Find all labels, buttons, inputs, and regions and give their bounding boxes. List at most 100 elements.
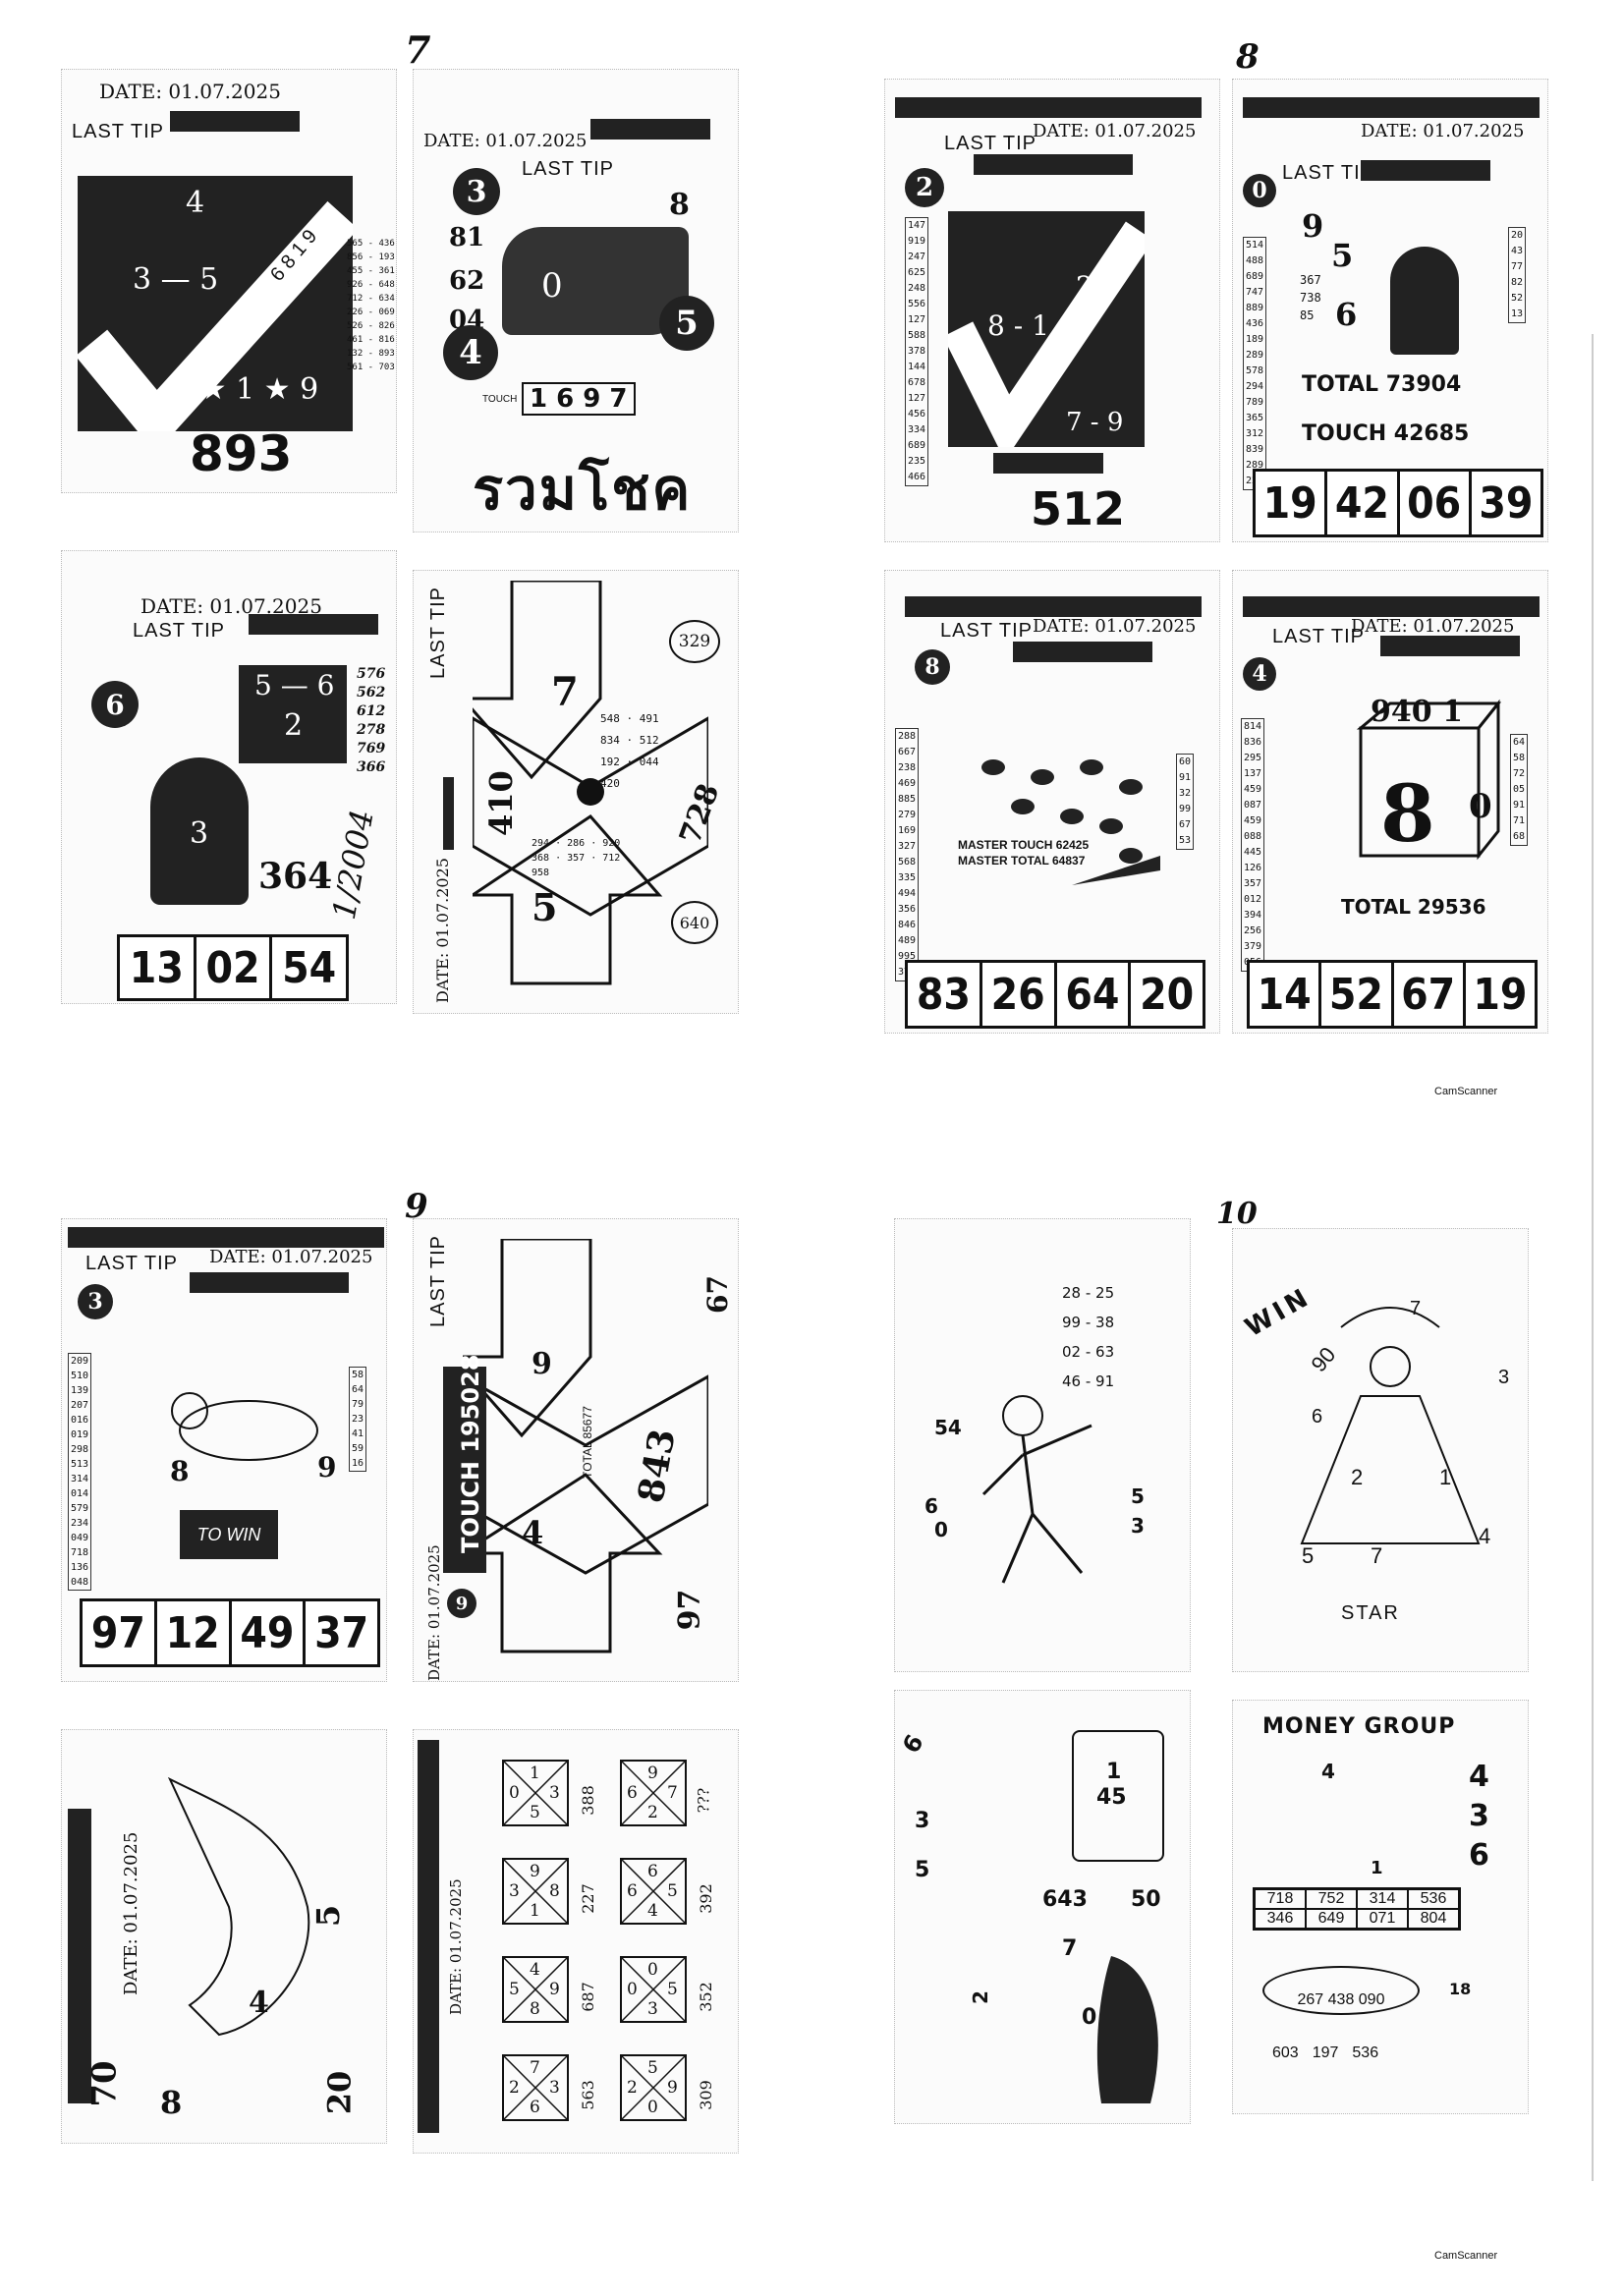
tip-sheet-8a: LAST TIP DATE: 01.07.2025 2 147 919 247 … [884, 79, 1220, 542]
number-list: 288 667 238 469 885 279 169 327 568 335 … [895, 728, 920, 981]
sheet-date: DATE: 01.07.2025 [1361, 121, 1525, 141]
sub-banner [993, 453, 1103, 474]
lady-graphic [1300, 1307, 1481, 1544]
sheet-date: DATE: 01.07.2025 [1033, 121, 1197, 141]
tip-sheet-10d: MONEY GROUP 4 3 6 4 1 718 752 314 536 34… [1232, 1700, 1529, 2114]
cross-digit: 8 [549, 1881, 560, 1901]
cross-digit: 5 [667, 1980, 678, 1999]
number-3: 3 [1131, 1514, 1145, 1538]
grid-cell: 346 [1255, 1909, 1306, 1929]
cross-digit: 2 [509, 2078, 520, 2098]
cross-lines [622, 2056, 685, 2119]
tip-sheet-9a: LAST TIP DATE: 01.07.2025 3 209 510 139 … [61, 1218, 387, 1682]
arrow-number: 5 [532, 885, 558, 929]
number-45: 45 [1096, 1785, 1127, 1810]
cube-numbers: 940 1 [1371, 695, 1463, 729]
touch-label: TOUCH [482, 394, 518, 405]
sheet-date: DATE: 01.07.2025 [425, 1544, 443, 1681]
number-list: 209 510 139 207 016 019 298 513 314 014 … [68, 1353, 92, 1591]
header-banner [1243, 596, 1540, 617]
cross-digit: 9 [647, 1764, 658, 1783]
dots-graphic [981, 759, 1160, 885]
last-tip-label: LAST TIP [72, 121, 164, 142]
cross-box-side-number: 352 [696, 1982, 715, 2012]
sheet-date: DATE: 01.07.2025 [1033, 616, 1197, 637]
hand-graphic [167, 1776, 310, 2037]
cross-digit: 0 [627, 1980, 638, 1999]
number-6: 6 [924, 1494, 938, 1518]
result-cell: 49 [228, 1601, 304, 1664]
number-5: 5 [915, 1858, 930, 1882]
number-5: 5 [1131, 1484, 1145, 1508]
cross-digit: 4 [530, 1960, 540, 1980]
cross-lines [504, 1958, 567, 2021]
number-6: 6 [1469, 1838, 1489, 1873]
number-4: 4 [1469, 1760, 1489, 1794]
number-list: 147 919 247 625 248 556 127 588 378 144 … [905, 217, 929, 486]
last-tip-label: LAST TIP [133, 620, 225, 642]
number-1: 1 [1106, 1760, 1122, 1784]
runner-graphic [981, 1395, 1092, 1584]
header-banner [905, 596, 1202, 617]
last-tip-label: LAST TIP [427, 587, 449, 679]
number-list: 814 836 295 137 459 087 459 088 445 126 … [1241, 718, 1265, 972]
cross-lines [504, 1860, 567, 1923]
result-cell: 19 [1462, 963, 1535, 1026]
cross-lines [622, 1762, 685, 1824]
number-list: 576 562 612 278 769 366 [357, 666, 386, 775]
last-tip-label: LAST TIP [522, 158, 614, 180]
figure-graphic [1390, 247, 1459, 355]
result-box: 13 02 54 [117, 934, 349, 1001]
to-win-badge: TO WIN [180, 1510, 278, 1559]
header-banner [68, 1227, 384, 1248]
cross-digit: 9 [530, 1862, 540, 1881]
right-list: 60 91 32 99 67 53 [1176, 754, 1195, 850]
ox-graphic [171, 1392, 318, 1461]
circle-number: 0 [1243, 174, 1276, 207]
arrow-number: 9 [532, 1347, 552, 1381]
result-cell: 97 [90, 1607, 145, 1658]
number-3: 3 [1498, 1367, 1510, 1388]
cross-digit: 7 [530, 2058, 540, 2078]
number-50: 50 [1131, 1887, 1161, 1912]
circle-number: 3 [453, 168, 500, 215]
number-9: 9 [1302, 207, 1324, 245]
total-line: TOTAL 73904 [1302, 372, 1462, 397]
title-banner [1361, 160, 1490, 181]
cross-digit: 3 [549, 1783, 560, 1803]
title-banner [249, 614, 378, 635]
circle-number: 6 [91, 681, 139, 728]
bottom-number: 197 [1312, 2044, 1339, 2061]
circle-number: 4 [1243, 657, 1276, 691]
grid-cell: 804 [1408, 1909, 1459, 1929]
tip-sheet-10b: WIN 7 90 3 6 2 1 4 5 7 STAR [1232, 1228, 1529, 1672]
sheet-date: DATE: 01.07.2025 [433, 858, 452, 1003]
bag-graphic [1072, 1730, 1164, 1862]
circle-number: 5 [659, 296, 714, 351]
check-numbers: 8 - 1 [987, 309, 1049, 342]
result-cell: 67 [1390, 963, 1463, 1026]
cross-digit: 5 [667, 1881, 678, 1901]
touch-number: 1 6 9 7 [522, 382, 636, 416]
number-643: 643 [1042, 1887, 1088, 1912]
number-7: 7 [1371, 1543, 1383, 1568]
number-54: 54 [934, 1416, 962, 1439]
cross-digit: 0 [509, 1783, 520, 1803]
page-number-10: 10 [1216, 1197, 1258, 1231]
checkmark-icon [75, 200, 359, 454]
number-4: 4 [1479, 1524, 1491, 1548]
checkmark-icon [942, 221, 1154, 461]
triangle-list-2: 294 · 286 · 920 368 · 357 · 712 958 [532, 838, 621, 878]
cross-digit: 3 [509, 1881, 520, 1901]
number-1: 1 [1371, 1858, 1383, 1878]
page-number-9: 9 [405, 1187, 428, 1226]
board-number: 2 [284, 708, 304, 743]
title-banner [190, 1272, 349, 1293]
tip-sheet-8b: DATE: 01.07.2025 LAST TIP 0 514 488 689 … [1232, 79, 1548, 542]
number-3: 3 [1469, 1799, 1489, 1833]
cross-digit: 3 [647, 1999, 658, 2019]
number-6: 6 [1335, 296, 1358, 333]
rotated-number: 70 [84, 2060, 125, 2107]
